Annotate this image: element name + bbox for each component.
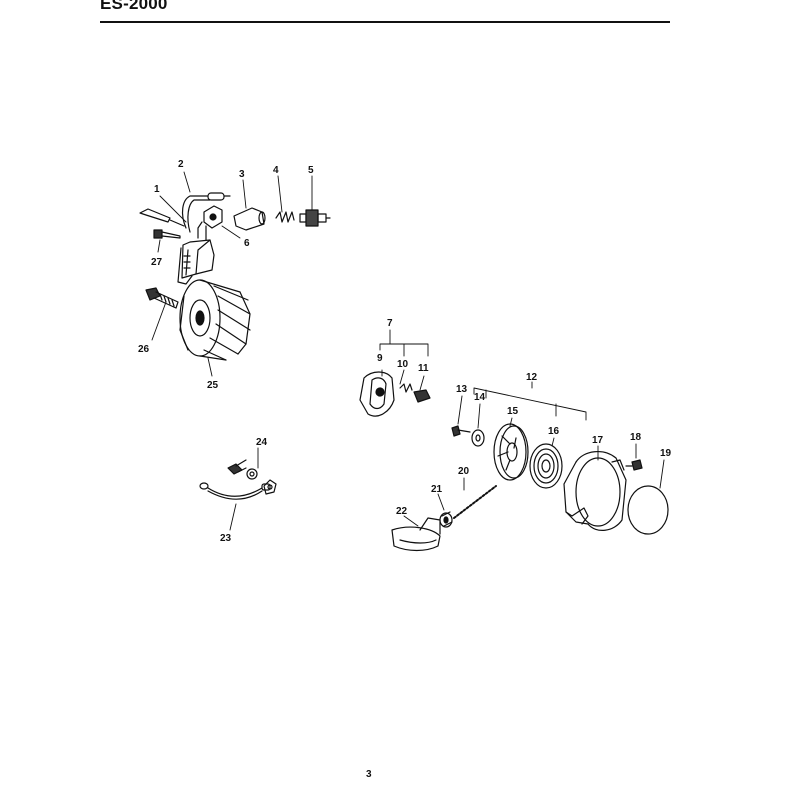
callout-7: 7 (387, 318, 393, 329)
callout-23: 23 (220, 533, 232, 544)
plug-boot-part (233, 207, 266, 231)
callout-20: 20 (458, 466, 470, 477)
pulley-screw-part (451, 425, 471, 437)
leader-lines (151, 171, 665, 531)
terminal-set-part (227, 459, 277, 495)
spring-part (275, 211, 295, 223)
washer-part (471, 429, 485, 447)
page-title: ES-2000 (100, 0, 168, 13)
recoil-spring-part (529, 443, 563, 489)
callout-14: 14 (474, 392, 486, 403)
clutch-spring-part (399, 383, 413, 393)
spark-plug-wire-part (181, 192, 231, 233)
housing-screw-part (625, 459, 643, 471)
starter-handle-part (391, 517, 441, 552)
page-number: 3 (366, 769, 372, 780)
callout-3: 3 (239, 169, 245, 180)
coil-lead-part (139, 208, 185, 227)
gasket-part (627, 485, 669, 535)
callout-11: 11 (418, 363, 429, 374)
flywheel-part (179, 279, 251, 361)
callout-10: 10 (397, 359, 409, 370)
callout-1: 1 (154, 184, 160, 195)
spark-plug-part (299, 209, 331, 227)
callout-24: 24 (256, 437, 268, 448)
callout-12: 12 (526, 372, 538, 383)
callout-13: 13 (456, 384, 468, 395)
callout-25: 25 (207, 380, 219, 391)
callout-27: 27 (151, 257, 163, 268)
header-rule (100, 21, 670, 23)
starter-rope-part (453, 485, 497, 519)
callout-16: 16 (548, 426, 560, 437)
starter-pulley-part (493, 423, 529, 481)
callout-22: 22 (396, 506, 408, 517)
ignition-coil-part (177, 221, 215, 285)
small-screw-part (153, 229, 181, 239)
clutch-shoe-part (359, 371, 395, 417)
callout-labels: 2 1 3 4 5 6 27 26 25 24 23 7 9 10 11 12 … (138, 159, 672, 544)
callout-5: 5 (308, 165, 314, 176)
grommet-part (203, 205, 223, 229)
callout-18: 18 (630, 432, 642, 443)
starter-housing-part (563, 451, 627, 531)
callout-21: 21 (431, 484, 443, 495)
ground-wire-part (199, 482, 271, 500)
callout-9: 9 (377, 353, 383, 364)
callout-26: 26 (138, 344, 150, 355)
callout-6: 6 (244, 238, 250, 249)
callout-15: 15 (507, 406, 519, 417)
callout-4: 4 (273, 165, 279, 176)
callout-2: 2 (178, 159, 184, 170)
callout-17: 17 (592, 435, 604, 446)
callout-19: 19 (660, 448, 672, 459)
clutch-weight-part (413, 389, 431, 403)
bolt-part (145, 287, 179, 309)
rope-bushing-part (439, 511, 453, 528)
